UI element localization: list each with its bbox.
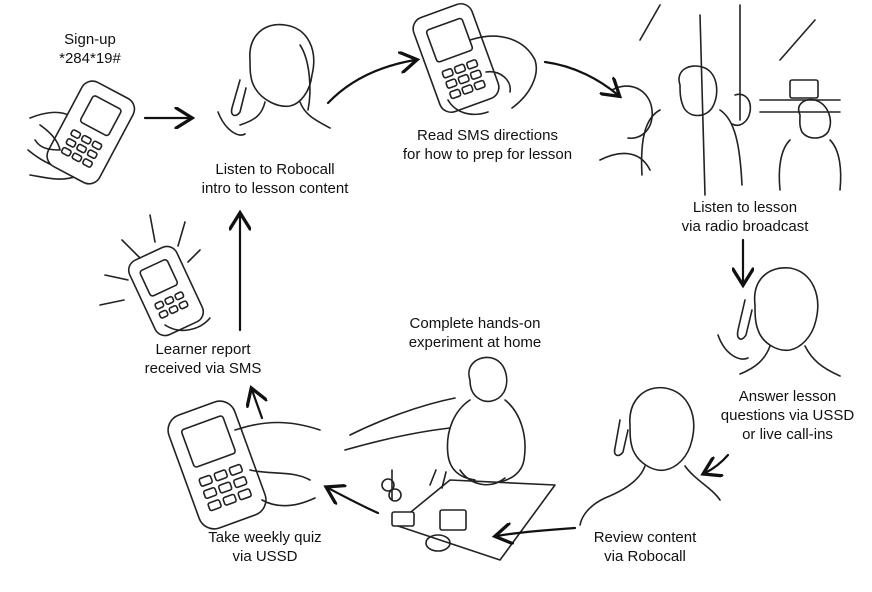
sms-directions-line1: Read SMS directions — [417, 127, 558, 144]
sms-directions-label: Read SMS directions for how to prep for … — [375, 126, 600, 164]
arrow-quiz-to-report — [252, 390, 262, 420]
report-label: Learner report received via SMS — [128, 340, 278, 378]
radio-line1: Listen to lesson — [692, 199, 798, 216]
signup-code: *284*19# — [59, 50, 121, 67]
quiz-label: Take weekly quiz via USSD — [180, 528, 350, 566]
person-on-phone-icon-3 — [579, 386, 721, 526]
quiz-line2: via USSD — [232, 548, 298, 565]
experiment-line1: Complete hands-on — [409, 315, 541, 332]
robocall-intro-line1: Listen to Robocall — [215, 161, 335, 178]
robocall-intro-line2: intro to lesson content — [201, 180, 349, 197]
arrow-review-to-experiment — [497, 528, 577, 536]
arrow-sms-to-radio — [543, 60, 618, 95]
person-on-phone-icon-2 — [717, 267, 841, 377]
ringing-phone-icon — [99, 214, 211, 337]
radio-listeners-icon — [599, 4, 842, 196]
answer-line1: Answer lesson — [738, 388, 837, 405]
answer-label: Answer lesson questions via USSD or live… — [705, 387, 870, 444]
arrow-experiment-to-quiz — [328, 488, 380, 515]
report-line2: received via SMS — [144, 360, 262, 377]
report-line1: Learner report — [155, 341, 251, 358]
radio-line2: via radio broadcast — [681, 218, 809, 235]
signup-label: Sign-up *284*19# — [40, 30, 140, 68]
review-line1: Review content — [593, 529, 697, 546]
arrow-answer-to-review — [705, 453, 730, 473]
quiz-phone-icon — [167, 400, 321, 530]
cycle-arrows — [143, 60, 743, 536]
review-label: Review content via Robocall — [570, 528, 720, 566]
radio-label: Listen to lesson via radio broadcast — [660, 198, 830, 236]
answer-line2: questions via USSD — [720, 407, 855, 424]
robocall-intro-label: Listen to Robocall intro to lesson conte… — [175, 160, 375, 198]
person-on-phone-icon-1 — [217, 23, 331, 136]
signup-phone-icon — [27, 80, 136, 185]
experiment-line2: experiment at home — [408, 334, 542, 351]
sms-directions-line2: for how to prep for lesson — [402, 146, 573, 163]
answer-line3: or live call-ins — [742, 426, 833, 443]
review-line2: via Robocall — [604, 548, 686, 565]
experiment-person-icon — [344, 356, 556, 561]
phone-hand-icon-2 — [412, 2, 537, 116]
quiz-line1: Take weekly quiz — [208, 529, 322, 546]
signup-title: Sign-up — [64, 31, 116, 48]
experiment-label: Complete hands-on experiment at home — [385, 314, 565, 352]
arrow-robocall-to-sms — [326, 60, 415, 105]
